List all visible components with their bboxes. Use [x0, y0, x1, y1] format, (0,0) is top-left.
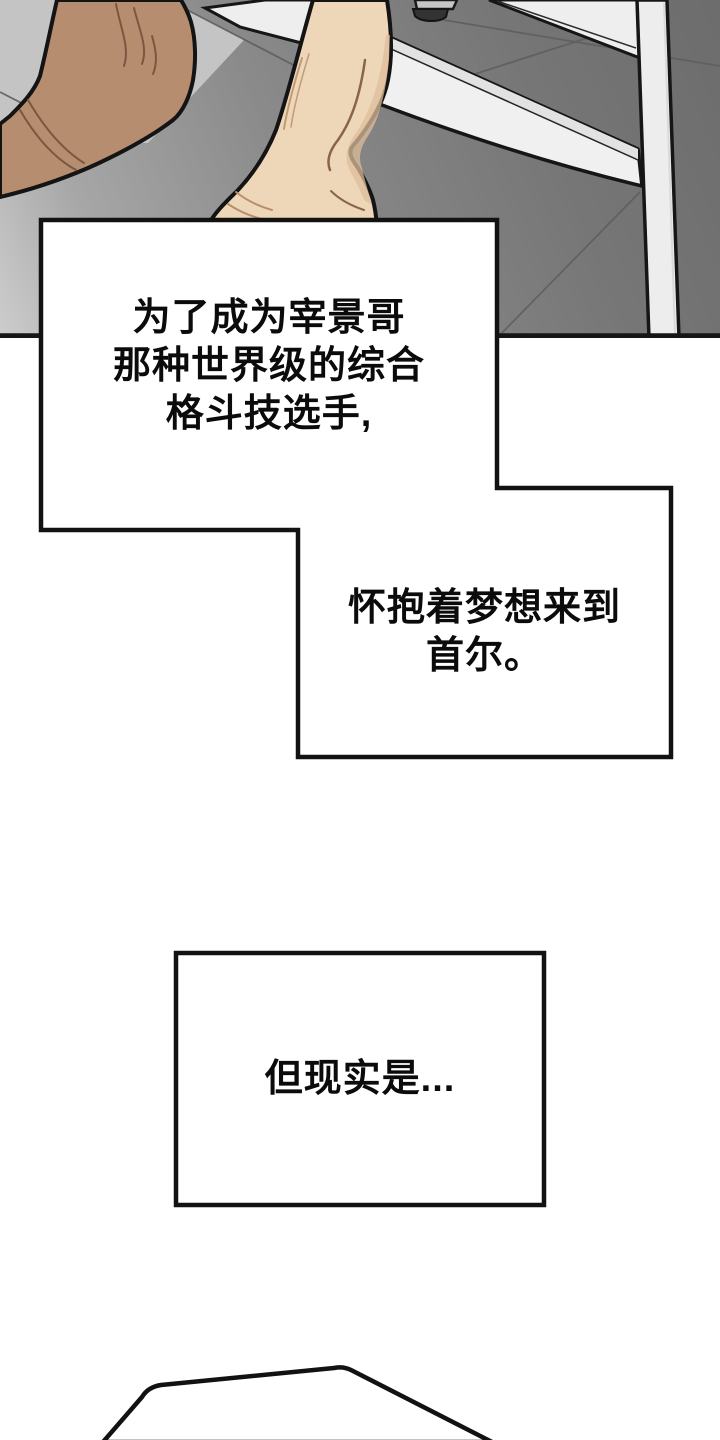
- tanned-foot-creases: [19, 3, 157, 171]
- speech-bubble-partial: [101, 1365, 494, 1440]
- bed-frame-post-highlight: [663, 2, 676, 336]
- caption-text-2: 怀抱着梦想来到 首尔。: [347, 587, 621, 677]
- caption-box-combined: [38, 217, 674, 760]
- bed-frame-post: [635, 0, 681, 338]
- light-leg-shading: [346, 35, 390, 205]
- floor-seam: [496, 191, 641, 338]
- caption-box-3: [173, 950, 547, 1208]
- bed-frame: [200, 0, 681, 338]
- bed-frame-top-rail-seam: [496, 0, 637, 49]
- light-leg-creases: [227, 53, 367, 221]
- tanned-foot: [0, 0, 198, 199]
- light-leg: [206, 0, 393, 227]
- caption-text-3: 但现实是...: [264, 1058, 456, 1100]
- caption-text-1: 为了成为宰景哥 那种世界级的综合 格斗技选手,: [112, 297, 425, 435]
- furniture-leg: [413, 0, 459, 11]
- bed-frame-rail-top-face: [338, 14, 638, 160]
- light-leg-shape: [206, 0, 393, 227]
- bed-frame-upper-rail-left: [200, 0, 315, 48]
- furniture-leg-cap: [411, 8, 450, 23]
